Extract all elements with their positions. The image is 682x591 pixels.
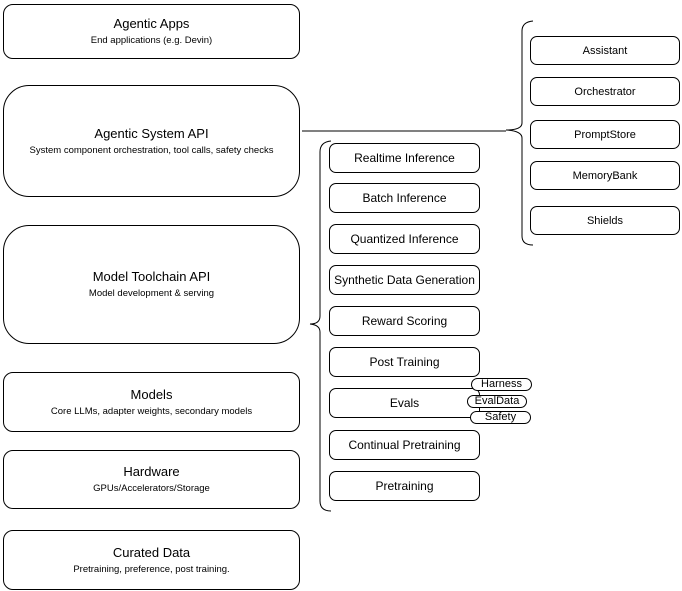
node-title: Agentic Apps (113, 16, 190, 31)
toolchain-component-node: Evals (329, 388, 480, 418)
system-component-node: MemoryBank (530, 161, 680, 190)
toolchain-component-node: Post Training (329, 347, 480, 377)
toolchain-component-node: Pretraining (329, 471, 480, 501)
toolchain-component-node: Reward Scoring (329, 306, 480, 336)
toolchain-component-node: Continual Pretraining (329, 430, 480, 460)
system-components-brace (505, 20, 534, 246)
evals-tag-harness: Harness (471, 378, 532, 391)
node-title: Agentic System API (94, 125, 209, 141)
system-component-node: PromptStore (530, 120, 680, 149)
node-subtitle: Model development & serving (88, 288, 215, 299)
system-component-node: Orchestrator (530, 77, 680, 106)
node-subtitle: End applications (e.g. Devin) (90, 35, 213, 46)
toolchain-component-node: Synthetic Data Generation (329, 265, 480, 295)
node-agentic-system-api: Agentic System API System component orch… (3, 85, 300, 197)
node-curated-data: Curated Data Pretraining, preference, po… (3, 530, 300, 590)
toolchain-component-node: Realtime Inference (329, 143, 480, 173)
evals-tag-evaldata: EvalData (467, 395, 527, 408)
node-title: Model Toolchain API (92, 269, 211, 284)
node-agentic-apps: Agentic Apps End applications (e.g. Devi… (3, 4, 300, 59)
toolchain-component-node: Quantized Inference (329, 224, 480, 254)
node-title: Curated Data (112, 544, 191, 560)
node-hardware: Hardware GPUs/Accelerators/Storage (3, 450, 300, 509)
node-subtitle: System component orchestration, tool cal… (29, 144, 274, 156)
system-component-node: Shields (530, 206, 680, 235)
system-component-node: Assistant (530, 36, 680, 65)
node-subtitle: GPUs/Accelerators/Storage (93, 483, 210, 494)
node-title: Models (130, 386, 173, 402)
node-subtitle: Pretraining, preference, post training. (73, 563, 230, 575)
node-subtitle: Core LLMs, adapter weights, secondary mo… (50, 405, 253, 417)
evals-tag-safety: Safety (470, 411, 531, 424)
node-models: Models Core LLMs, adapter weights, secon… (3, 372, 300, 432)
toolchain-component-node: Batch Inference (329, 183, 480, 213)
node-title: Hardware (123, 464, 180, 479)
node-model-toolchain-api: Model Toolchain API Model development & … (3, 225, 300, 344)
toolchain-components-brace (309, 140, 332, 512)
